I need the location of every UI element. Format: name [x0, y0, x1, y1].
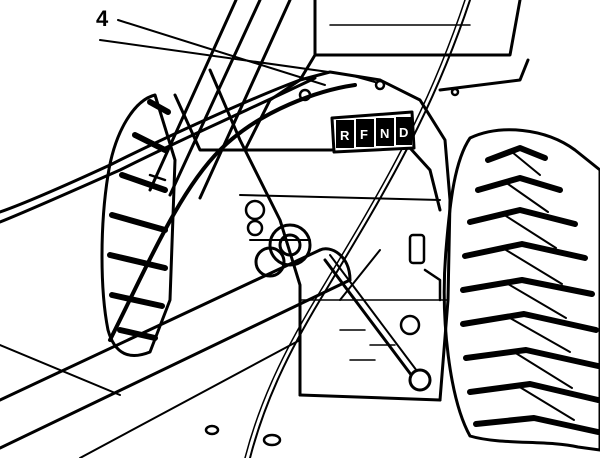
engine-block: [298, 0, 530, 92]
shift-letter-n: N: [380, 126, 389, 141]
shift-letter-blocks: R F N D: [336, 117, 412, 148]
pivot-joint: [249, 223, 312, 278]
left-rear-tyre: [100, 93, 177, 357]
fittings: [148, 79, 460, 447]
shift-letter-f: F: [360, 127, 368, 142]
shift-linkage: [323, 249, 432, 392]
callout-number: 4: [96, 6, 109, 31]
callout-leader-line: [117, 19, 326, 86]
shift-letter-d: D: [399, 125, 408, 140]
handlebar-tubes: [0, 0, 317, 224]
right-rear-tyre: [442, 128, 600, 452]
shift-letter-r: R: [340, 128, 350, 143]
control-cables: [99, 0, 471, 458]
